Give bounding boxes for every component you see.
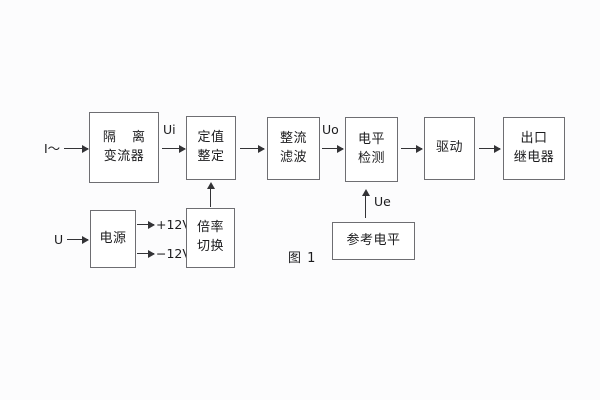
block-power-supply[interactable]: 电源 [90, 210, 136, 268]
block-multiplier-switch-line-1: 倍率 [196, 220, 224, 236]
block-output-relay-line-1: 出口 [520, 130, 548, 146]
arrow-drive-to-relay [479, 144, 501, 153]
block-power-supply-line-1: 电源 [99, 230, 127, 246]
rail-negative-label: −12V [156, 246, 191, 261]
arrow-current-to-isolation [64, 144, 89, 153]
block-level-detect-line-1: 电平 [357, 131, 385, 147]
block-level-detect-line-2: 检测 [357, 150, 385, 166]
arrow-reference-to-level [361, 189, 370, 218]
block-reference-level-line-1: 参考电平 [346, 232, 401, 248]
block-isolation-transformer[interactable]: 隔 离 变流器 [89, 112, 159, 183]
block-multiplier-switch[interactable]: 倍率 切换 [186, 208, 235, 268]
block-multiplier-switch-line-2: 切换 [196, 239, 224, 254]
block-setting-adjust[interactable]: 定值 整定 [186, 116, 236, 180]
block-rectifier-filter-line-2: 滤波 [279, 149, 307, 165]
rail-positive-label: +12V [156, 217, 191, 232]
arrow-rail-positive [137, 220, 155, 229]
block-level-detect[interactable]: 电平 检测 [345, 117, 398, 182]
block-setting-adjust-line-1: 定值 [197, 130, 225, 146]
signal-uo-label: Uo [322, 122, 339, 137]
block-rectifier-filter-line-1: 整流 [279, 130, 307, 146]
block-drive[interactable]: 驱动 [424, 117, 475, 180]
block-reference-level[interactable]: 参考电平 [332, 222, 415, 260]
arrow-setting-to-rectifier [240, 144, 265, 153]
block-output-relay[interactable]: 出口 继电器 [503, 117, 565, 180]
figure-caption: 图 1 [288, 251, 317, 266]
arrow-rectifier-to-level [322, 144, 344, 153]
block-output-relay-line-2: 继电器 [513, 149, 555, 165]
arrow-voltage-to-power [67, 235, 89, 244]
block-isolation-transformer-line-2: 变流器 [103, 148, 145, 164]
arrow-multiplier-to-setting [206, 182, 215, 207]
current-input-label: I～ [44, 141, 61, 156]
block-rectifier-filter[interactable]: 整流 滤波 [267, 117, 320, 180]
arrow-isolation-to-setting [162, 144, 186, 153]
voltage-input-label: U [54, 232, 64, 247]
block-isolation-transformer-line-1: 隔 离 [102, 129, 152, 145]
arrow-rail-negative [137, 249, 155, 258]
block-setting-adjust-line-2: 整定 [197, 149, 225, 164]
signal-ui-label: Ui [163, 122, 176, 137]
block-drive-line-1: 驱动 [435, 140, 463, 156]
signal-ue-label: Ue [374, 194, 391, 209]
arrow-level-to-drive [401, 144, 423, 153]
